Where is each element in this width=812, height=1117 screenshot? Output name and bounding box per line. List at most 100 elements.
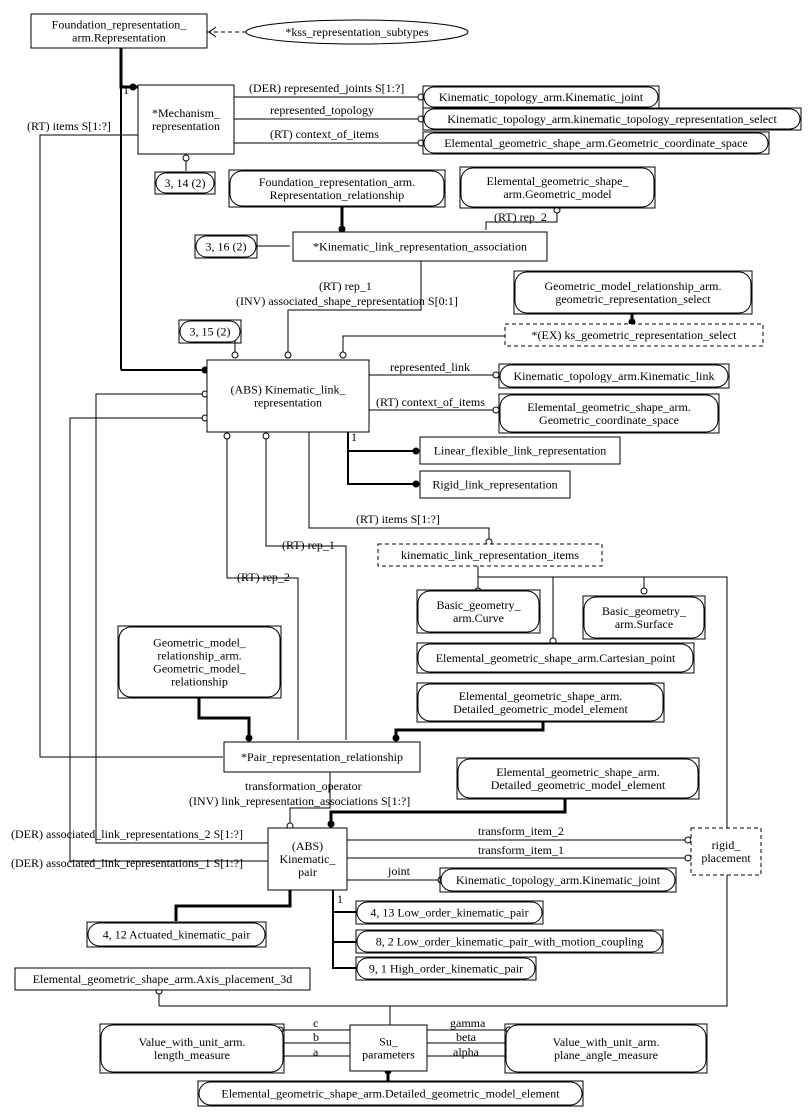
length-measure-label: Value_with_unit_arm. — [139, 1035, 246, 1049]
plane-angle-measure-label: Value_with_unit_arm. — [553, 1035, 660, 1049]
page-ref-3-15-label: 3, 15 (2) — [190, 325, 231, 339]
rep-2-mid-label: (RT) rep_2 — [237, 570, 290, 584]
low-order-pair-label: 4, 13 Low_order_kinematic_pair — [370, 906, 528, 920]
beta-label: beta — [456, 1030, 477, 1044]
link-rep-items-label: kinematic_link_representation_items — [401, 548, 579, 562]
kinematic-pair-label: (ABS) — [292, 839, 323, 853]
linear-flexible-link-label: Linear_flexible_link_representation — [434, 444, 607, 458]
one-link-label: 1 — [351, 430, 357, 444]
kss-subtypes-label: *kss_representation_subtypes — [285, 25, 429, 39]
length-measure-label: length_measure — [154, 1048, 230, 1062]
geometric-model-label: arm.Geometric_model — [503, 187, 612, 201]
basic-surface-label: Basic_geometry_ — [602, 604, 687, 618]
kinematic-joint-top-label: Kinematic_topology_arm.Kinematic_joint — [439, 90, 644, 104]
high-order-subtype-line — [332, 942, 356, 969]
detailed-element-1-box: Elemental_geometric_shape_arm.Detailed_g… — [416, 682, 665, 723]
coordinate-space-mid-box: Elemental_geometric_shape_arm.Geometric_… — [498, 393, 720, 434]
supertype-end-dot — [338, 225, 346, 233]
coordinate-space-top-box: Elemental_geometric_shape_arm.Geometric_… — [422, 131, 770, 155]
end-circle — [492, 406, 500, 414]
kss-subtypes-box: *kss_representation_subtypes — [245, 19, 469, 45]
items-mid-label: (RT) items S[1:?] — [356, 512, 440, 526]
su-parameters-label: Su_ — [379, 1035, 399, 1049]
rigid-link-subtype-line — [347, 451, 416, 485]
detailed-element-2-label: Elemental_geometric_shape_arm. — [496, 765, 660, 779]
end-circle — [231, 351, 239, 359]
kinematic-topology-select-label: Kinematic_topology_arm.kinematic_topolog… — [447, 112, 777, 126]
dashed-arrow-head — [208, 26, 217, 38]
one-pair-label: 1 — [337, 892, 343, 906]
supertype-end-dot — [245, 734, 253, 742]
detailed-element-2-supertype-line — [329, 798, 567, 826]
detailed-element-3-box: Elemental_geometric_shape_arm.Detailed_g… — [197, 1080, 584, 1107]
c-label: c — [313, 1016, 318, 1030]
supertype-end-dot — [412, 447, 420, 455]
low-order-pair-box: 4, 13 Low_order_kinematic_pair — [355, 900, 544, 925]
rep-1-mid-label: (RT) rep_1 — [282, 538, 335, 552]
geom-rep-select-label: geometric_representation_select — [555, 292, 711, 306]
kinematic-link-representation-label: representation — [254, 396, 322, 410]
kinematic-pair-box: (ABS)Kinematic_pair — [267, 827, 348, 891]
geometric-model-label: Elemental_geometric_shape_ — [487, 174, 630, 188]
rigid-link-label: Rigid_link_representation — [432, 478, 557, 492]
actuated-pair-box: 4, 12 Actuated_kinematic_pair — [86, 921, 267, 948]
actuated-supertype-line — [174, 890, 292, 921]
representation-relationship-box: Foundation_representation_arm.Representa… — [228, 169, 446, 208]
context-of-items-mid-label: (RT) context_of_items — [376, 395, 485, 409]
ks-geom-rep-select-box: *(EX) ks_geometric_representation_select — [504, 323, 764, 347]
kinematic-joint-bottom-box: Kinematic_topology_arm.Kinematic_joint — [439, 867, 677, 893]
b-label: b — [313, 1030, 319, 1044]
mechanism-representation-label: representation — [152, 119, 220, 133]
kinematic-pair-label: Kinematic_ — [280, 852, 337, 866]
geom-model-relationship-supertype-line — [197, 696, 251, 740]
plane-angle-measure-label: plane_angle_measure — [554, 1048, 658, 1062]
items-select-trunk — [389, 566, 728, 1065]
mechanism-representation-box: *Mechanism_representation — [137, 84, 235, 155]
page-ref-3-16-label: 3, 16 (2) — [206, 240, 247, 254]
represented-link-label: represented_link — [390, 360, 470, 374]
end-circle — [182, 154, 190, 162]
end-circle — [262, 432, 270, 440]
kinematic-joint-top-box: Kinematic_topology_arm.Kinematic_joint — [422, 85, 660, 109]
ks-select-line — [342, 335, 505, 355]
pair-rep-relationship-box: *Pair_representation_relationship — [223, 741, 421, 773]
alpha-label: alpha — [453, 1045, 480, 1059]
kinematic-link-representation-label: (ABS) Kinematic_link_ — [231, 383, 347, 397]
basic-curve-label: Basic_geometry_ — [437, 598, 522, 612]
low-order-coupling-subtype-line — [332, 912, 356, 943]
items-left-label: (RT) items S[1:?] — [27, 119, 111, 133]
rep2-top-line — [485, 207, 558, 230]
rep2-mid-line — [226, 432, 299, 740]
link-rep-association-box: *Kinematic_link_representation_associati… — [292, 231, 548, 262]
transform-item-2-label: transform_item_2 — [478, 824, 564, 838]
high-order-pair-box: 9, 1 High_order_kinematic_pair — [355, 956, 537, 981]
geom-model-relationship-box: Geometric_model_relationship_arm.Geometr… — [117, 625, 282, 699]
high-order-pair-label: 9, 1 High_order_kinematic_pair — [369, 962, 523, 976]
representation-relationship-label: Representation_relationship — [270, 188, 405, 202]
foundation-representation-label: Foundation_representation_ — [52, 18, 188, 32]
axis-placement-label: Elemental_geometric_shape_arm.Axis_place… — [33, 972, 293, 986]
items-left-line — [39, 134, 223, 758]
supertype-end-dot — [412, 480, 420, 488]
associated-shape-rep-label: (INV) associated_shape_representation S[… — [236, 294, 458, 308]
supertype-end-dot — [392, 734, 400, 742]
detailed-element-3-label: Elemental_geometric_shape_arm.Detailed_g… — [221, 1087, 560, 1101]
cartesian-point-label: Elemental_geometric_shape_arm.Cartesian_… — [436, 651, 676, 665]
axis-placement-box: Elemental_geometric_shape_arm.Axis_place… — [14, 967, 311, 991]
rep-1-top-label: (RT) rep_1 — [319, 279, 372, 293]
transformation-operator-label: transformation_operator — [245, 779, 362, 793]
detailed-element-1-supertype-line — [394, 721, 545, 740]
kinematic-link-label: Kinematic_topology_arm.Kinematic_link — [514, 369, 715, 383]
basic-surface-label: arm.Surface — [615, 617, 673, 631]
plane-angle-measure-box: Value_with_unit_arm.plane_angle_measure — [504, 1023, 708, 1074]
su-parameters-label: parameters — [362, 1048, 415, 1062]
context-of-items-top-label: (RT) context_of_items — [270, 127, 379, 141]
ks-geom-rep-select-label: *(EX) ks_geometric_representation_select — [532, 328, 738, 342]
end-circle — [684, 854, 692, 862]
detailed-element-2-box: Elemental_geometric_shape_arm.Detailed_g… — [456, 757, 700, 800]
one-mechanism-label: 1 — [123, 83, 129, 97]
transform-item-1-label: transform_item_1 — [478, 843, 564, 857]
assoc-link-reps-1-label: (DER) associated_link_representations_1 … — [11, 856, 243, 870]
basic-curve-label: arm.Curve — [453, 611, 504, 625]
end-circle — [640, 587, 648, 595]
